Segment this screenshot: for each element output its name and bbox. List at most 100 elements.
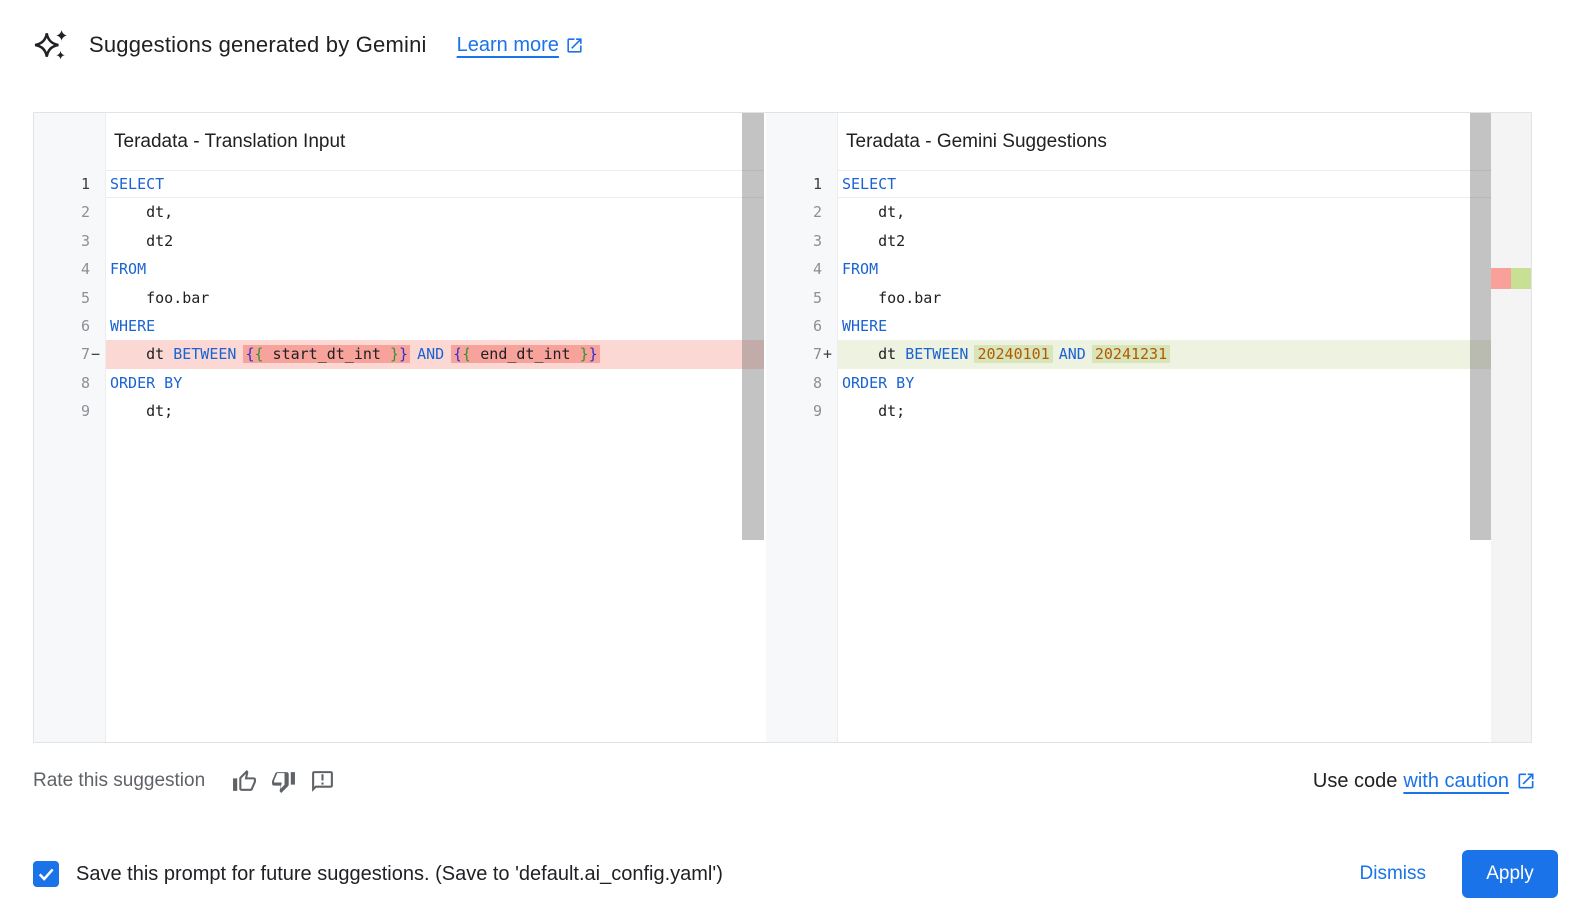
code-text: dt; bbox=[110, 402, 174, 421]
line-number: 3 bbox=[812, 231, 822, 250]
dismiss-button[interactable]: Dismiss bbox=[1359, 863, 1427, 884]
code-text: dt2 bbox=[842, 231, 906, 250]
thumb-down-icon bbox=[271, 771, 295, 793]
diff-sign bbox=[822, 397, 838, 425]
save-prompt-label[interactable]: Save this prompt for future suggestions.… bbox=[76, 862, 723, 885]
diff-sign bbox=[822, 255, 838, 283]
diff-sign bbox=[90, 312, 106, 340]
rate-row: Rate this suggestion Use code with cauti… bbox=[33, 768, 1536, 794]
diff-sign: − bbox=[91, 345, 101, 364]
code-text: dt BETWEEN 20240101 AND 20241231 bbox=[838, 340, 1491, 369]
code-text: FROM bbox=[842, 260, 879, 279]
feedback-button[interactable] bbox=[309, 768, 335, 794]
line-number: 2 bbox=[80, 203, 90, 222]
line-number: 2 bbox=[812, 203, 822, 222]
panel-title-gemini-suggestions: Teradata - Gemini Suggestions bbox=[846, 130, 1107, 152]
code-line-9[interactable]: 9 dt; bbox=[766, 397, 1491, 425]
code-line-4[interactable]: 4 FROM bbox=[766, 255, 1491, 283]
code-line-6[interactable]: 6 WHERE bbox=[766, 312, 1491, 340]
line-number: 8 bbox=[80, 373, 90, 392]
checkmark-icon bbox=[38, 868, 54, 881]
rate-label: Rate this suggestion bbox=[33, 770, 206, 791]
overview-removed-mark bbox=[1491, 268, 1511, 289]
code-text: dt, bbox=[110, 203, 174, 222]
code-line-8[interactable]: 8 ORDER BY bbox=[34, 369, 764, 397]
line-number: 7 bbox=[80, 345, 90, 364]
code-line-9[interactable]: 9 dt; bbox=[34, 397, 764, 425]
code-text: dt BETWEEN {{ start_dt_int }} AND {{ end… bbox=[106, 340, 764, 369]
code-text: WHERE bbox=[842, 316, 888, 335]
code-line-4[interactable]: 4 FROM bbox=[34, 255, 764, 283]
diff-sign bbox=[822, 227, 838, 255]
code-text: foo.bar bbox=[842, 288, 942, 307]
code-line-1[interactable]: 1 SELECT bbox=[766, 170, 1491, 198]
line-number: 6 bbox=[812, 316, 822, 335]
overview-added-mark bbox=[1511, 268, 1531, 289]
diff-overview-ruler bbox=[1491, 113, 1531, 742]
code-line-8[interactable]: 8 ORDER BY bbox=[766, 369, 1491, 397]
panel-title-translation-input: Teradata - Translation Input bbox=[114, 130, 346, 152]
code-text: SELECT bbox=[838, 170, 1491, 198]
diff-sign bbox=[90, 369, 106, 397]
vertical-scrollbar[interactable] bbox=[1470, 113, 1491, 540]
code-text: dt, bbox=[842, 203, 906, 222]
diff-sign bbox=[90, 198, 106, 226]
diff-sign bbox=[90, 170, 106, 198]
diff-sign bbox=[822, 198, 838, 226]
line-number: 4 bbox=[812, 260, 822, 279]
code-text: dt2 bbox=[110, 231, 174, 250]
code-line-3[interactable]: 3 dt2 bbox=[34, 227, 764, 255]
thumb-up-button[interactable] bbox=[231, 768, 257, 794]
diff-sign bbox=[822, 284, 838, 312]
code-line-7[interactable]: 7− dt BETWEEN {{ start_dt_int }} AND {{ … bbox=[34, 340, 764, 369]
external-link-icon bbox=[567, 37, 582, 53]
line-number: 4 bbox=[80, 260, 90, 279]
use-code-caution: Use code with caution bbox=[1313, 770, 1536, 793]
code-line-2[interactable]: 2 dt, bbox=[766, 198, 1491, 226]
line-number: 7 bbox=[812, 345, 822, 364]
vertical-scrollbar[interactable] bbox=[742, 113, 764, 540]
line-number-gutter bbox=[766, 113, 838, 742]
code-line-3[interactable]: 3 dt2 bbox=[766, 227, 1491, 255]
learn-more-link[interactable]: Learn more bbox=[457, 34, 584, 57]
gemini-sparkle-icon bbox=[34, 30, 67, 60]
panel-divider bbox=[764, 113, 766, 742]
code-text: WHERE bbox=[110, 316, 156, 335]
diff-sign bbox=[90, 227, 106, 255]
diff-sign: + bbox=[823, 345, 833, 364]
feedback-icon bbox=[311, 770, 333, 792]
line-number: 8 bbox=[812, 373, 822, 392]
code-text: ORDER BY bbox=[842, 373, 915, 392]
code-line-5[interactable]: 5 foo.bar bbox=[34, 284, 764, 312]
line-number: 9 bbox=[812, 402, 822, 421]
code-text: SELECT bbox=[106, 170, 764, 198]
external-link-icon bbox=[1518, 773, 1534, 789]
apply-button[interactable]: Apply bbox=[1462, 850, 1558, 898]
line-number: 1 bbox=[812, 175, 822, 193]
code-text: ORDER BY bbox=[110, 373, 183, 392]
line-number: 3 bbox=[80, 231, 90, 250]
code-line-7[interactable]: 7+ dt BETWEEN 20240101 AND 20241231 bbox=[766, 340, 1491, 369]
bottom-action-bar: Save this prompt for future suggestions.… bbox=[33, 849, 1558, 899]
save-prompt-checkbox[interactable] bbox=[33, 861, 59, 887]
code-line-2[interactable]: 2 dt, bbox=[34, 198, 764, 226]
diff-sign bbox=[90, 397, 106, 425]
line-number: 5 bbox=[80, 288, 90, 307]
code-line-5[interactable]: 5 foo.bar bbox=[766, 284, 1491, 312]
use-code-text: Use code bbox=[1312, 769, 1398, 792]
line-number: 5 bbox=[812, 288, 822, 307]
line-number: 9 bbox=[80, 402, 90, 421]
code-text: FROM bbox=[110, 260, 147, 279]
code-line-1[interactable]: 1 SELECT bbox=[34, 170, 764, 198]
code-text: dt; bbox=[842, 402, 906, 421]
thumb-up-icon bbox=[232, 769, 256, 791]
diff-sign bbox=[822, 312, 838, 340]
line-number: 1 bbox=[80, 175, 90, 193]
with-caution-link[interactable]: with caution bbox=[1403, 769, 1509, 792]
thumb-down-button[interactable] bbox=[270, 768, 296, 794]
